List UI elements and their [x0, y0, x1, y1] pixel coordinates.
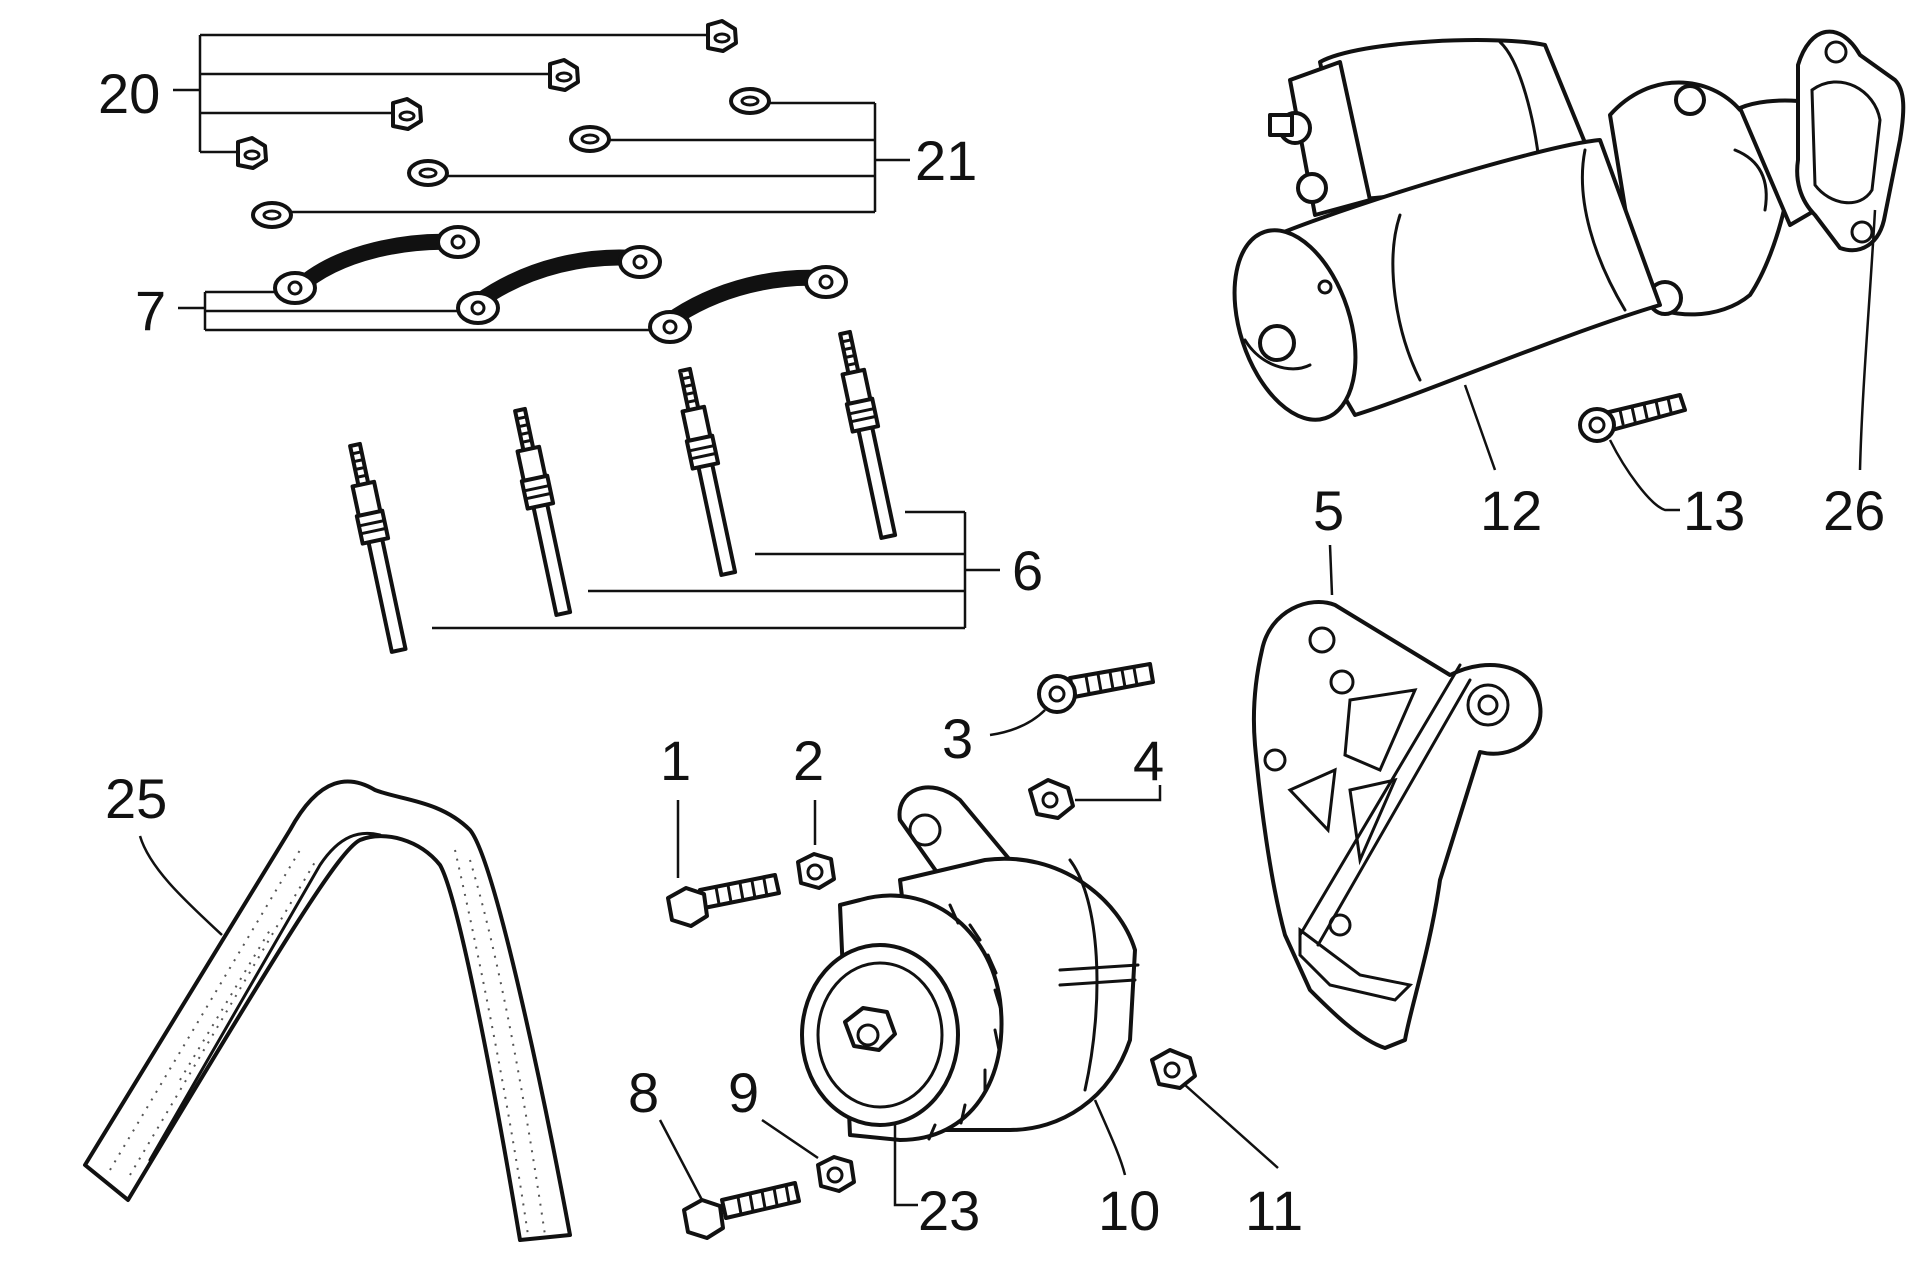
- part-4-nut[interactable]: [1028, 778, 1162, 820]
- callout-3: 3: [942, 707, 973, 770]
- callout-12: 12: [1480, 479, 1542, 542]
- part-5-alternator-bracket[interactable]: [1251, 544, 1543, 1050]
- part-25-drive-belt[interactable]: [83, 779, 572, 1242]
- callout-9: 9: [728, 1061, 759, 1124]
- socket-bolt-icon: [1037, 662, 1155, 714]
- part-12-starter-motor[interactable]: [1212, 38, 1852, 471]
- alternator-icon: [800, 785, 1140, 1142]
- ring-terminal-icon: [273, 225, 848, 344]
- part-9-washer[interactable]: [761, 1118, 856, 1193]
- part-8-bolt[interactable]: [658, 1119, 801, 1240]
- callout-5: 5: [1313, 479, 1344, 542]
- callout-21: 21: [915, 129, 977, 192]
- socket-bolt-icon: [1578, 393, 1687, 443]
- part-1-bolt[interactable]: [666, 800, 781, 928]
- part-10-alternator[interactable]: [800, 785, 1140, 1176]
- hex-bolt-icon: [682, 1181, 801, 1240]
- callout-6: 6: [1012, 539, 1043, 602]
- part-11-nut[interactable]: [1150, 1048, 1279, 1169]
- callout-11: 11: [1245, 1179, 1303, 1242]
- callout-1: 1: [660, 729, 691, 792]
- part-26-flange-plate[interactable]: [1795, 29, 1906, 471]
- hex-bolt-icon: [666, 873, 781, 928]
- flange-plate-icon: [1795, 29, 1906, 253]
- callout-8: 8: [628, 1061, 659, 1124]
- part-7-glow-plug-connectors[interactable]: [178, 225, 848, 344]
- part-6-glow-plugs[interactable]: [342, 329, 1000, 654]
- callout-4: 4: [1133, 729, 1164, 792]
- part-3-bolt[interactable]: [989, 662, 1155, 737]
- part-2-washer[interactable]: [796, 800, 836, 890]
- washer-icon: [796, 852, 836, 890]
- callout-2: 2: [793, 729, 824, 792]
- part-20-nuts[interactable]: [173, 19, 738, 170]
- callout-25: 25: [105, 767, 167, 830]
- part-23-pulley[interactable]: [893, 1125, 918, 1207]
- part-21-washers[interactable]: [251, 87, 910, 229]
- bracket-icon: [1251, 600, 1543, 1050]
- nut-icon: [236, 19, 738, 170]
- starter-motor-icon: [1232, 38, 1852, 422]
- washer-icon: [251, 87, 771, 229]
- washer-icon: [816, 1155, 856, 1193]
- callout-7: 7: [135, 279, 166, 342]
- callout-26: 26: [1823, 479, 1885, 542]
- glow-plug-icon: [348, 329, 898, 654]
- v-belt-icon: [83, 779, 572, 1242]
- callout-20: 20: [98, 62, 160, 125]
- callout-13: 13: [1683, 479, 1745, 542]
- nut-icon: [1028, 778, 1075, 820]
- part-13-bolt[interactable]: [1578, 393, 1687, 512]
- nut-icon: [1150, 1048, 1197, 1090]
- callout-23: 23: [918, 1179, 980, 1242]
- callout-10: 10: [1098, 1179, 1160, 1242]
